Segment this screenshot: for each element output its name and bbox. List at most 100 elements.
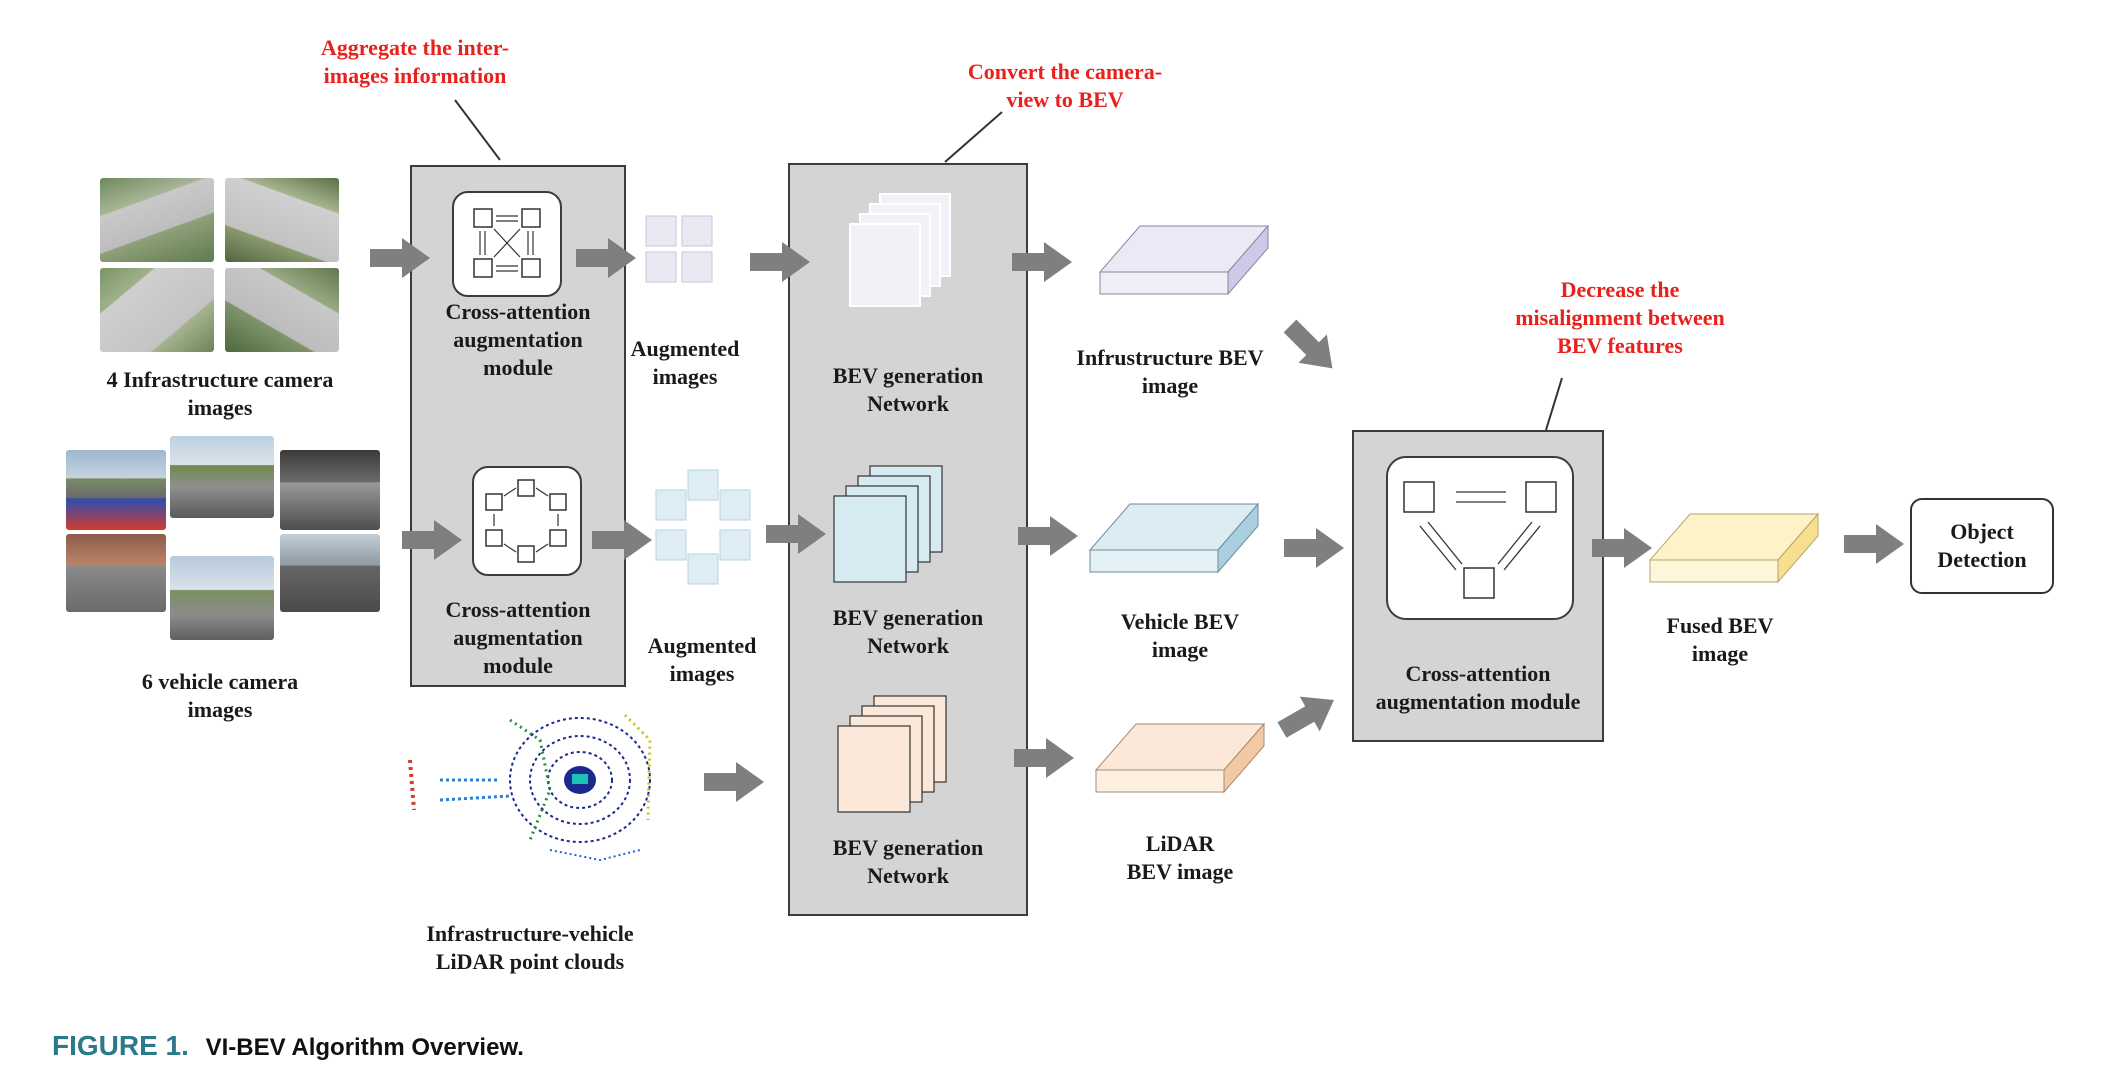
arrow-infra-to-module bbox=[370, 238, 430, 278]
label-line: Network bbox=[867, 391, 949, 416]
annotation-line: view to BEV bbox=[1006, 87, 1124, 112]
label-line: BEV image bbox=[1126, 859, 1234, 884]
vehicle-cam-image bbox=[170, 556, 274, 640]
arrow-bev-to-infra-slab bbox=[1012, 242, 1072, 282]
label-line: Network bbox=[867, 633, 949, 658]
annotation-line: BEV features bbox=[1557, 333, 1683, 358]
cross-attention-card-vehicle bbox=[472, 466, 582, 576]
annotation-line: misalignment between bbox=[1515, 305, 1725, 330]
augmented-images-vehicle bbox=[655, 469, 751, 585]
vehicle-camera-label: 6 vehicle camera images bbox=[85, 668, 355, 724]
object-detection-label: Object Detection bbox=[1910, 518, 2054, 574]
infra-bev-label: Infrustructure BEV image bbox=[1050, 344, 1290, 400]
label-line: Augmented bbox=[630, 336, 740, 361]
label-line: Cross-attention bbox=[445, 299, 591, 324]
annotation-convert: Convert the camera- view to BEV bbox=[950, 58, 1180, 114]
arrow-fusion-to-fused bbox=[1592, 528, 1652, 568]
lidar-bev-slab bbox=[1094, 722, 1266, 794]
label-line: BEV generation bbox=[832, 605, 984, 630]
arrow-vehicle-slab-to-fusion bbox=[1284, 528, 1344, 568]
label-line: image bbox=[1141, 373, 1199, 398]
bev-network-label-2: BEV generation Network bbox=[788, 604, 1028, 660]
infra-cam-image bbox=[225, 178, 339, 262]
label-line: Augmented bbox=[647, 633, 757, 658]
label-line: 6 vehicle camera bbox=[141, 669, 299, 694]
object-detection-box bbox=[1910, 498, 2054, 594]
arrow-module-to-aug-1 bbox=[576, 238, 636, 278]
label-line: augmentation module bbox=[1375, 689, 1581, 714]
lidar-bev-label: LiDAR BEV image bbox=[1060, 830, 1300, 886]
cross-attention-ring-icon bbox=[485, 479, 567, 563]
fusion-module-card bbox=[1386, 456, 1574, 620]
arrow-aug-1-to-bev bbox=[750, 242, 810, 282]
vehicle-cam-image bbox=[280, 534, 380, 612]
annotation-line: Convert the camera- bbox=[967, 59, 1163, 84]
label-line: module bbox=[483, 653, 553, 678]
arrow-fused-to-detection bbox=[1844, 524, 1904, 564]
augmented-images-infra bbox=[645, 215, 713, 283]
infra-cam-image bbox=[100, 178, 214, 262]
arrow-aug-2-to-bev bbox=[766, 514, 826, 554]
label-line: module bbox=[483, 355, 553, 380]
lidar-point-cloud bbox=[408, 713, 652, 862]
annotation-line: Aggregate the inter- bbox=[320, 35, 510, 60]
augmented-images-label-1: Augmented images bbox=[615, 335, 755, 391]
arrow-infra-slab-to-fusion bbox=[1275, 311, 1347, 383]
vehicle-cam-image bbox=[66, 534, 166, 612]
cross-attention-label-1: Cross-attention augmentation module bbox=[410, 298, 626, 382]
label-line: 4 Infrastructure camera bbox=[106, 367, 334, 392]
fused-bev-label: Fused BEV image bbox=[1620, 612, 1820, 668]
label-line: LiDAR point clouds bbox=[435, 949, 625, 974]
label-line: image bbox=[1151, 637, 1209, 662]
arrow-module-to-aug-2 bbox=[592, 520, 652, 560]
cross-attention-card-infra bbox=[452, 191, 562, 297]
arrow-lidar-to-bev bbox=[704, 762, 764, 802]
vehicle-bev-slab bbox=[1088, 502, 1260, 574]
bev-network-label-1: BEV generation Network bbox=[788, 362, 1028, 418]
vehicle-cam-image bbox=[66, 450, 166, 530]
vehicle-cam-image bbox=[280, 450, 380, 530]
annotation-decrease: Decrease the misalignment between BEV fe… bbox=[1500, 276, 1740, 360]
annotation-aggregate: Aggregate the inter- images information bbox=[305, 34, 525, 90]
figure-title: VI-BEV Algorithm Overview. bbox=[205, 1034, 524, 1061]
bev-network-label-3: BEV generation Network bbox=[788, 834, 1028, 890]
label-line: Object bbox=[1950, 519, 2014, 544]
label-line: Infrastructure-vehicle bbox=[426, 921, 634, 946]
label-line: Fused BEV bbox=[1666, 613, 1774, 638]
bev-network-stack-vehicle bbox=[833, 465, 943, 583]
label-line: augmentation bbox=[453, 327, 583, 352]
label-line: LiDAR bbox=[1145, 831, 1215, 856]
label-line: images bbox=[652, 364, 718, 389]
figure-label: FIGURE 1. bbox=[52, 1030, 189, 1061]
cross-attention-label-2: Cross-attention augmentation module bbox=[410, 596, 626, 680]
infra-cam-image bbox=[100, 268, 214, 352]
label-line: Infrustructure BEV bbox=[1076, 345, 1264, 370]
label-line: Detection bbox=[1937, 547, 2027, 572]
label-line: Network bbox=[867, 863, 949, 888]
arrow-bev-to-lidar-slab bbox=[1014, 738, 1074, 778]
cross-attention-4node-icon bbox=[473, 208, 541, 278]
vehicle-cam-image bbox=[170, 436, 274, 518]
infra-camera-label: 4 Infrastructure camera images bbox=[85, 366, 355, 422]
figure-caption: FIGURE 1. VI-BEV Algorithm Overview. bbox=[52, 1030, 524, 1062]
label-line: images bbox=[669, 661, 735, 686]
lidar-input-label: Infrastructure-vehicle LiDAR point cloud… bbox=[395, 920, 665, 976]
arrow-vehicle-to-module bbox=[402, 520, 462, 560]
label-line: Vehicle BEV bbox=[1120, 609, 1240, 634]
fused-bev-slab bbox=[1648, 512, 1820, 584]
label-line: BEV generation bbox=[832, 363, 984, 388]
fusion-attention-icon bbox=[1403, 481, 1557, 599]
arrow-bev-to-vehicle-slab bbox=[1018, 516, 1078, 556]
label-line: BEV generation bbox=[832, 835, 984, 860]
annotation-line: Decrease the bbox=[1560, 277, 1680, 302]
augmented-images-label-2: Augmented images bbox=[632, 632, 772, 688]
infra-bev-slab bbox=[1098, 224, 1270, 296]
infra-cam-image bbox=[225, 268, 339, 352]
label-line: Cross-attention bbox=[1405, 661, 1551, 686]
arrow-lidar-slab-to-fusion bbox=[1272, 682, 1344, 748]
vehicle-bev-label: Vehicle BEV image bbox=[1060, 608, 1300, 664]
bev-network-stack-lidar bbox=[837, 695, 947, 813]
label-line: augmentation bbox=[453, 625, 583, 650]
